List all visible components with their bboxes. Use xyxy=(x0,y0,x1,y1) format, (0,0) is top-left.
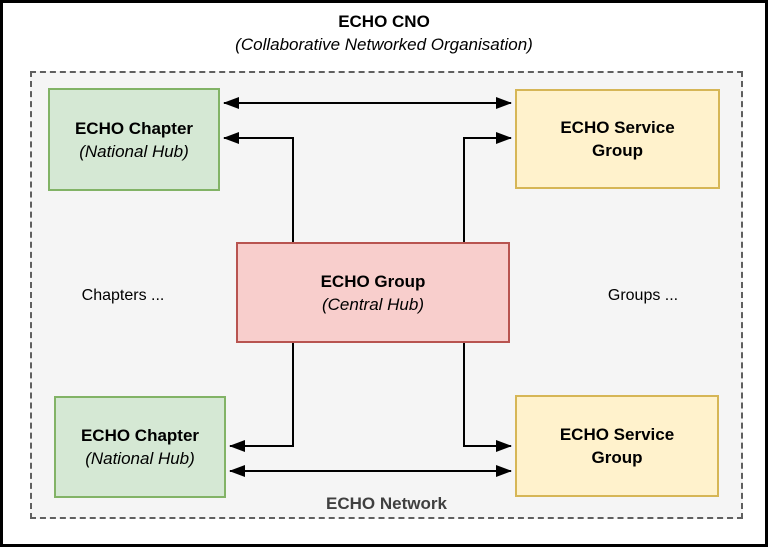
label-groups-ellipsis: Groups ... xyxy=(607,287,679,304)
node-label-line1: ECHO Service xyxy=(559,425,675,444)
diagram-title: ECHO CNO (Collaborative Networked Organi… xyxy=(3,10,765,56)
node-echo-group-central-hub: ECHO Group (Central Hub) xyxy=(236,242,510,343)
node-label-line1: ECHO Service xyxy=(560,118,675,137)
node-echo-service-group-top: ECHO Service Group xyxy=(515,89,720,189)
node-label-line1: ECHO Group xyxy=(320,271,426,291)
title-line2: (Collaborative Networked Organisation) xyxy=(235,35,533,54)
node-echo-chapter-top: ECHO Chapter (National Hub) xyxy=(48,88,220,191)
node-label-line2: (National Hub) xyxy=(85,449,195,468)
title-line1: ECHO CNO xyxy=(338,12,430,31)
node-label-line1: ECHO Chapter xyxy=(74,118,194,138)
node-label-line2: Group xyxy=(592,141,643,160)
label-chapters-ellipsis: Chapters ... xyxy=(81,287,165,304)
node-label-line1: ECHO Chapter xyxy=(80,426,200,445)
node-echo-service-group-bottom: ECHO Service Group xyxy=(515,395,719,497)
node-echo-chapter-bottom: ECHO Chapter (National Hub) xyxy=(54,396,226,498)
node-label-line2: (Central Hub) xyxy=(321,294,425,314)
echo-network-label: ECHO Network xyxy=(326,494,447,513)
node-label-line2: Group xyxy=(591,448,643,467)
node-label-line2: (National Hub) xyxy=(79,141,189,161)
